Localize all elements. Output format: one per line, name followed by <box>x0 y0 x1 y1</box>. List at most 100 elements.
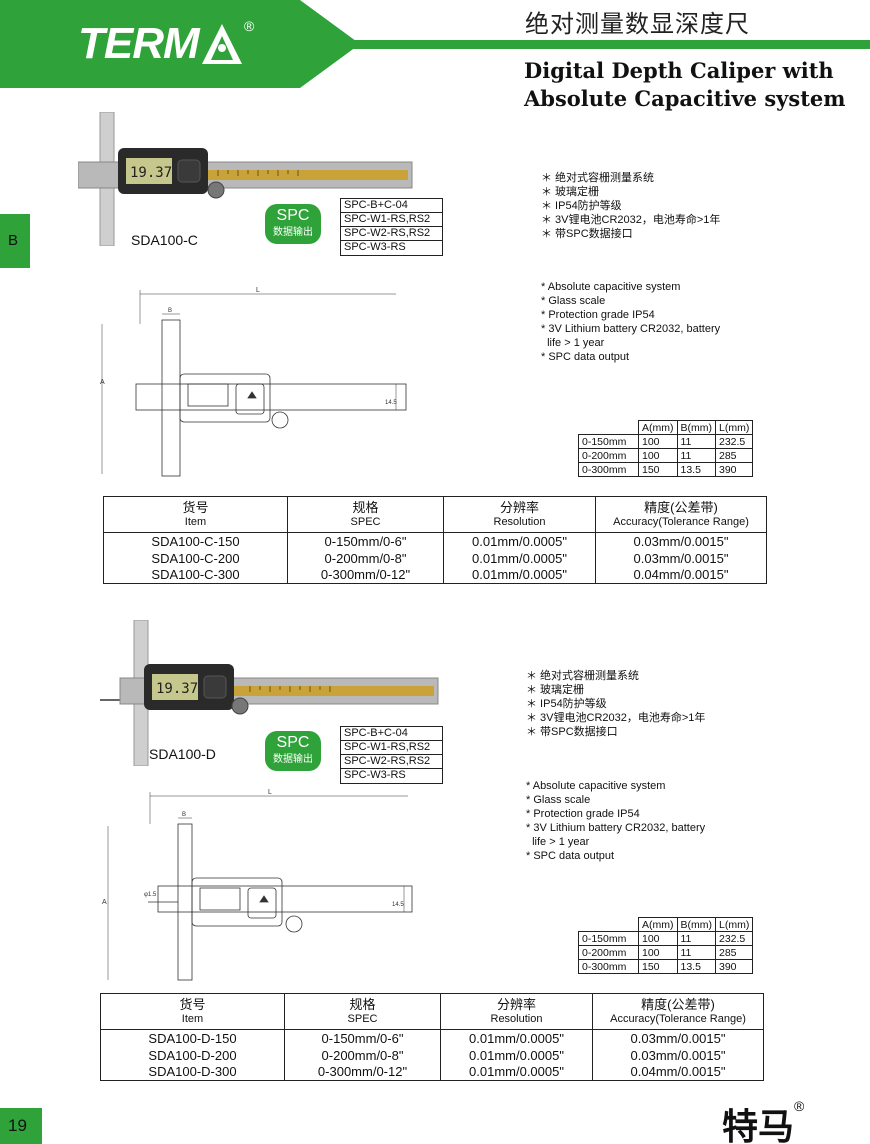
spc-badge-sublabel: 数据输出 <box>273 754 313 765</box>
technical-drawing-d: L B A φ1.5 14.5 <box>102 789 413 981</box>
spc-badge: SPC 数据输出 <box>265 204 321 244</box>
dims-b: 11 <box>676 931 716 946</box>
spec-header-cell: 精度(公差带)Accuracy(Tolerance Range) <box>595 496 767 533</box>
spec-header-cell: 精度(公差带)Accuracy(Tolerance Range) <box>592 993 764 1030</box>
spec-accuracy: 0.03mm/0.0015" <box>595 549 767 567</box>
features-cn: ＊ 绝对式容栅测量系统 ＊ 玻璃定栅 ＊ IP54防护等级 ＊ 3V锂电池CR2… <box>541 171 720 241</box>
feature-item: ＊ 带SPC数据接口 <box>541 228 633 240</box>
header-line <box>340 40 870 49</box>
dims-l: 390 <box>714 959 754 974</box>
feature-item: * Absolute capacitive system <box>541 281 681 293</box>
dim-label-b: B <box>168 308 172 314</box>
spc-option: SPC-W3-RS <box>344 769 406 781</box>
header-band <box>0 0 360 88</box>
feature-item: ＊ 绝对式容栅测量系统 <box>526 670 640 682</box>
spc-option: SPC-W2-RS,RS2 <box>341 227 442 241</box>
spec-item: SDA100-C-150 <box>103 532 288 550</box>
spec-item: SDA100-D-150 <box>100 1029 285 1047</box>
spec-resolution: 0.01mm/0.0005" <box>440 1029 593 1047</box>
dims-range: 0-200mm <box>578 448 639 463</box>
feature-item: * SPC data output <box>541 351 630 363</box>
logo-text: TERM <box>78 19 200 68</box>
spec-accuracy: 0.04mm/0.0015" <box>595 566 767 584</box>
table-row: 0-150mm 100 11 232.5 <box>578 434 754 449</box>
spec-resolution: 0.01mm/0.0005" <box>440 1046 593 1064</box>
title-en-line-1: Digital Depth Caliper with <box>524 58 834 83</box>
dims-range: 0-300mm <box>578 959 639 974</box>
spc-option: SPC-B+C-04 <box>341 727 442 741</box>
dims-b: 11 <box>676 945 716 960</box>
feature-item: * Absolute capacitive system <box>526 780 666 792</box>
spc-option: SPC-W3-RS <box>344 241 406 253</box>
dims-b: 11 <box>676 448 716 463</box>
features-en: * Absolute capacitive system * Glass sca… <box>526 779 705 863</box>
section-tab: B <box>0 214 30 268</box>
dims-l: 285 <box>714 945 754 960</box>
spec-spec: 0-300mm/0-12" <box>287 566 444 584</box>
features-en: * Absolute capacitive system * Glass sca… <box>541 280 720 364</box>
spec-resolution: 0.01mm/0.0005" <box>443 566 596 584</box>
dimensions-table: A(mm) B(mm) L(mm) 0-150mm 100 11 232.5 0… <box>578 420 754 477</box>
spec-item: SDA100-D-200 <box>100 1046 285 1064</box>
dims-range: 0-300mm <box>578 462 639 477</box>
feature-item: life > 1 year <box>526 836 590 848</box>
spec-accuracy: 0.03mm/0.0015" <box>592 1046 764 1064</box>
terma-logo: TERM ® <box>78 18 268 70</box>
feature-item: * Glass scale <box>526 794 591 806</box>
lcd-reading: 19.37 <box>156 681 198 697</box>
table-row: SDA100-D-150 0-150mm/0-6" 0.01mm/0.0005"… <box>100 1029 764 1047</box>
spc-badge-sublabel: 数据输出 <box>273 227 313 238</box>
feature-item: * 3V Lithium battery CR2032, battery <box>541 323 721 335</box>
feature-item: ＊ IP54防护等级 <box>541 200 622 212</box>
feature-item: life > 1 year <box>541 337 605 349</box>
dim-label-a: A <box>102 899 107 906</box>
dim-label-a: A <box>100 379 105 386</box>
brand-cn-logo: 特马 <box>722 1106 795 1144</box>
spc-options-list: SPC-B+C-04 SPC-W1-RS,RS2 SPC-W2-RS,RS2 S… <box>340 198 443 256</box>
title-en-line-2: Absolute Capacitive system <box>524 86 846 111</box>
table-row: 0-200mm 100 11 285 <box>578 448 754 463</box>
dims-a: 100 <box>638 448 678 463</box>
dimensions-table: A(mm) B(mm) L(mm) 0-150mm 100 11 232.5 0… <box>578 917 754 974</box>
spc-badge-label: SPC <box>276 207 310 224</box>
feature-item: * Protection grade IP54 <box>541 309 655 321</box>
dims-header-row: A(mm) B(mm) L(mm) <box>578 420 754 435</box>
dims-range: 0-150mm <box>578 434 639 449</box>
spc-options-list: SPC-B+C-04 SPC-W1-RS,RS2 SPC-W2-RS,RS2 S… <box>340 726 443 784</box>
spec-spec: 0-200mm/0-8" <box>284 1046 441 1064</box>
feature-item: * SPC data output <box>526 850 615 862</box>
dim-label-b: B <box>182 812 186 818</box>
dims-b: 13.5 <box>676 959 716 974</box>
spc-badge: SPC 数据输出 <box>265 731 321 771</box>
dims-a: 100 <box>638 434 678 449</box>
table-row: SDA100-C-200 0-200mm/0-8" 0.01mm/0.0005"… <box>103 549 767 567</box>
dims-a: 100 <box>638 931 678 946</box>
dim-label-l: L <box>256 287 260 294</box>
feature-item: * Glass scale <box>541 295 606 307</box>
page-number: 19 <box>0 1108 42 1144</box>
dims-l: 390 <box>714 462 754 477</box>
dim-label-l: L <box>268 789 272 796</box>
dims-a: 100 <box>638 945 678 960</box>
table-row: SDA100-D-200 0-200mm/0-8" 0.01mm/0.0005"… <box>100 1046 764 1064</box>
logo-registered-mark: ® <box>244 18 255 34</box>
dim-label-d: φ1.5 <box>144 892 157 898</box>
feature-item: ＊ 绝对式容栅测量系统 <box>541 172 655 184</box>
spc-option: SPC-W1-RS,RS2 <box>341 741 442 755</box>
spec-item: SDA100-C-300 <box>103 566 288 584</box>
spec-accuracy: 0.04mm/0.0015" <box>592 1063 764 1081</box>
spc-badge-label: SPC <box>276 734 310 751</box>
dims-header-cell: L(mm) <box>714 917 754 932</box>
spec-accuracy: 0.03mm/0.0015" <box>595 532 767 550</box>
spec-spec: 0-200mm/0-8" <box>287 549 444 567</box>
caliper-photo-c: 19.37 <box>78 112 413 246</box>
feature-item: ＊ 3V锂电池CR2032，电池寿命>1年 <box>526 712 706 724</box>
dims-l: 285 <box>714 448 754 463</box>
